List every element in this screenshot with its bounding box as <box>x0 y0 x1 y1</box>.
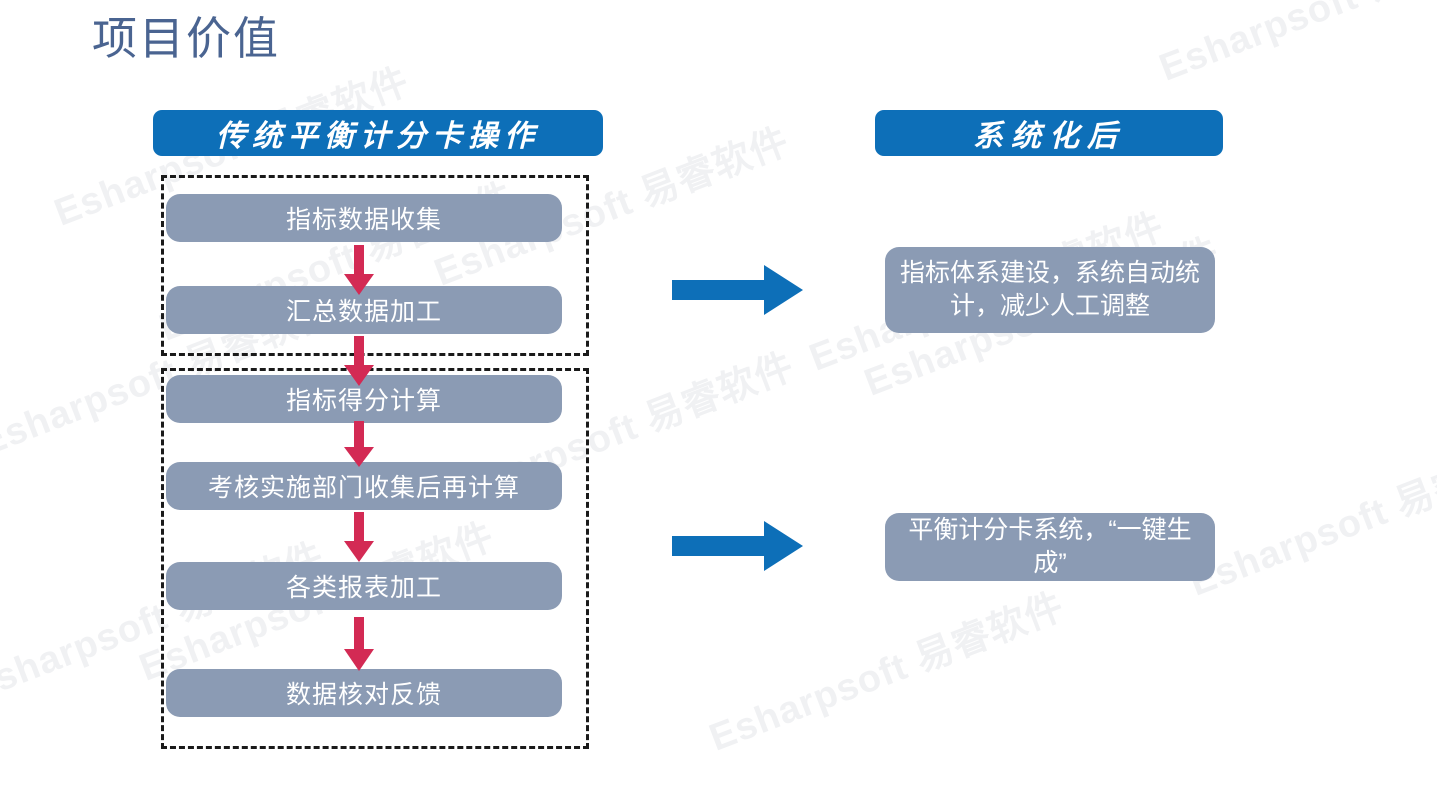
watermark-text: Esharpsoft 易睿软件 <box>1153 0 1437 90</box>
result-box-bsc-system: 平衡计分卡系统，“一键生成” <box>885 513 1215 581</box>
flow-step-score-calculation: 指标得分计算 <box>166 375 562 423</box>
down-arrow-icon <box>341 336 377 393</box>
result-box-indicator-system: 指标体系建设，系统自动统计，减少人工调整 <box>885 247 1215 333</box>
down-arrow-icon <box>341 421 377 474</box>
page-title: 项目价值 <box>92 13 281 64</box>
down-arrow-icon <box>341 245 377 302</box>
right-arrow-icon <box>672 262 805 323</box>
right-arrow-icon <box>672 518 805 579</box>
watermark-text: Esharpsoft 易睿软件 <box>703 585 1071 760</box>
down-arrow-icon <box>341 512 377 569</box>
watermark-text: Esharpsoft 易睿软件 <box>1183 430 1437 605</box>
column-header-traditional: 传统平衡计分卡操作 <box>153 110 603 156</box>
flow-step-department-recalculation: 考核实施部门收集后再计算 <box>166 462 562 510</box>
down-arrow-icon <box>341 617 377 678</box>
flow-step-report-processing: 各类报表加工 <box>166 562 562 610</box>
column-header-systemized: 系统化后 <box>875 110 1223 156</box>
flow-step-data-aggregation: 汇总数据加工 <box>166 286 562 334</box>
flow-group-1-frame <box>161 175 589 356</box>
flow-group-2-frame <box>161 368 589 749</box>
flow-step-data-verification-feedback: 数据核对反馈 <box>166 669 562 717</box>
flow-step-data-collection: 指标数据收集 <box>166 194 562 242</box>
